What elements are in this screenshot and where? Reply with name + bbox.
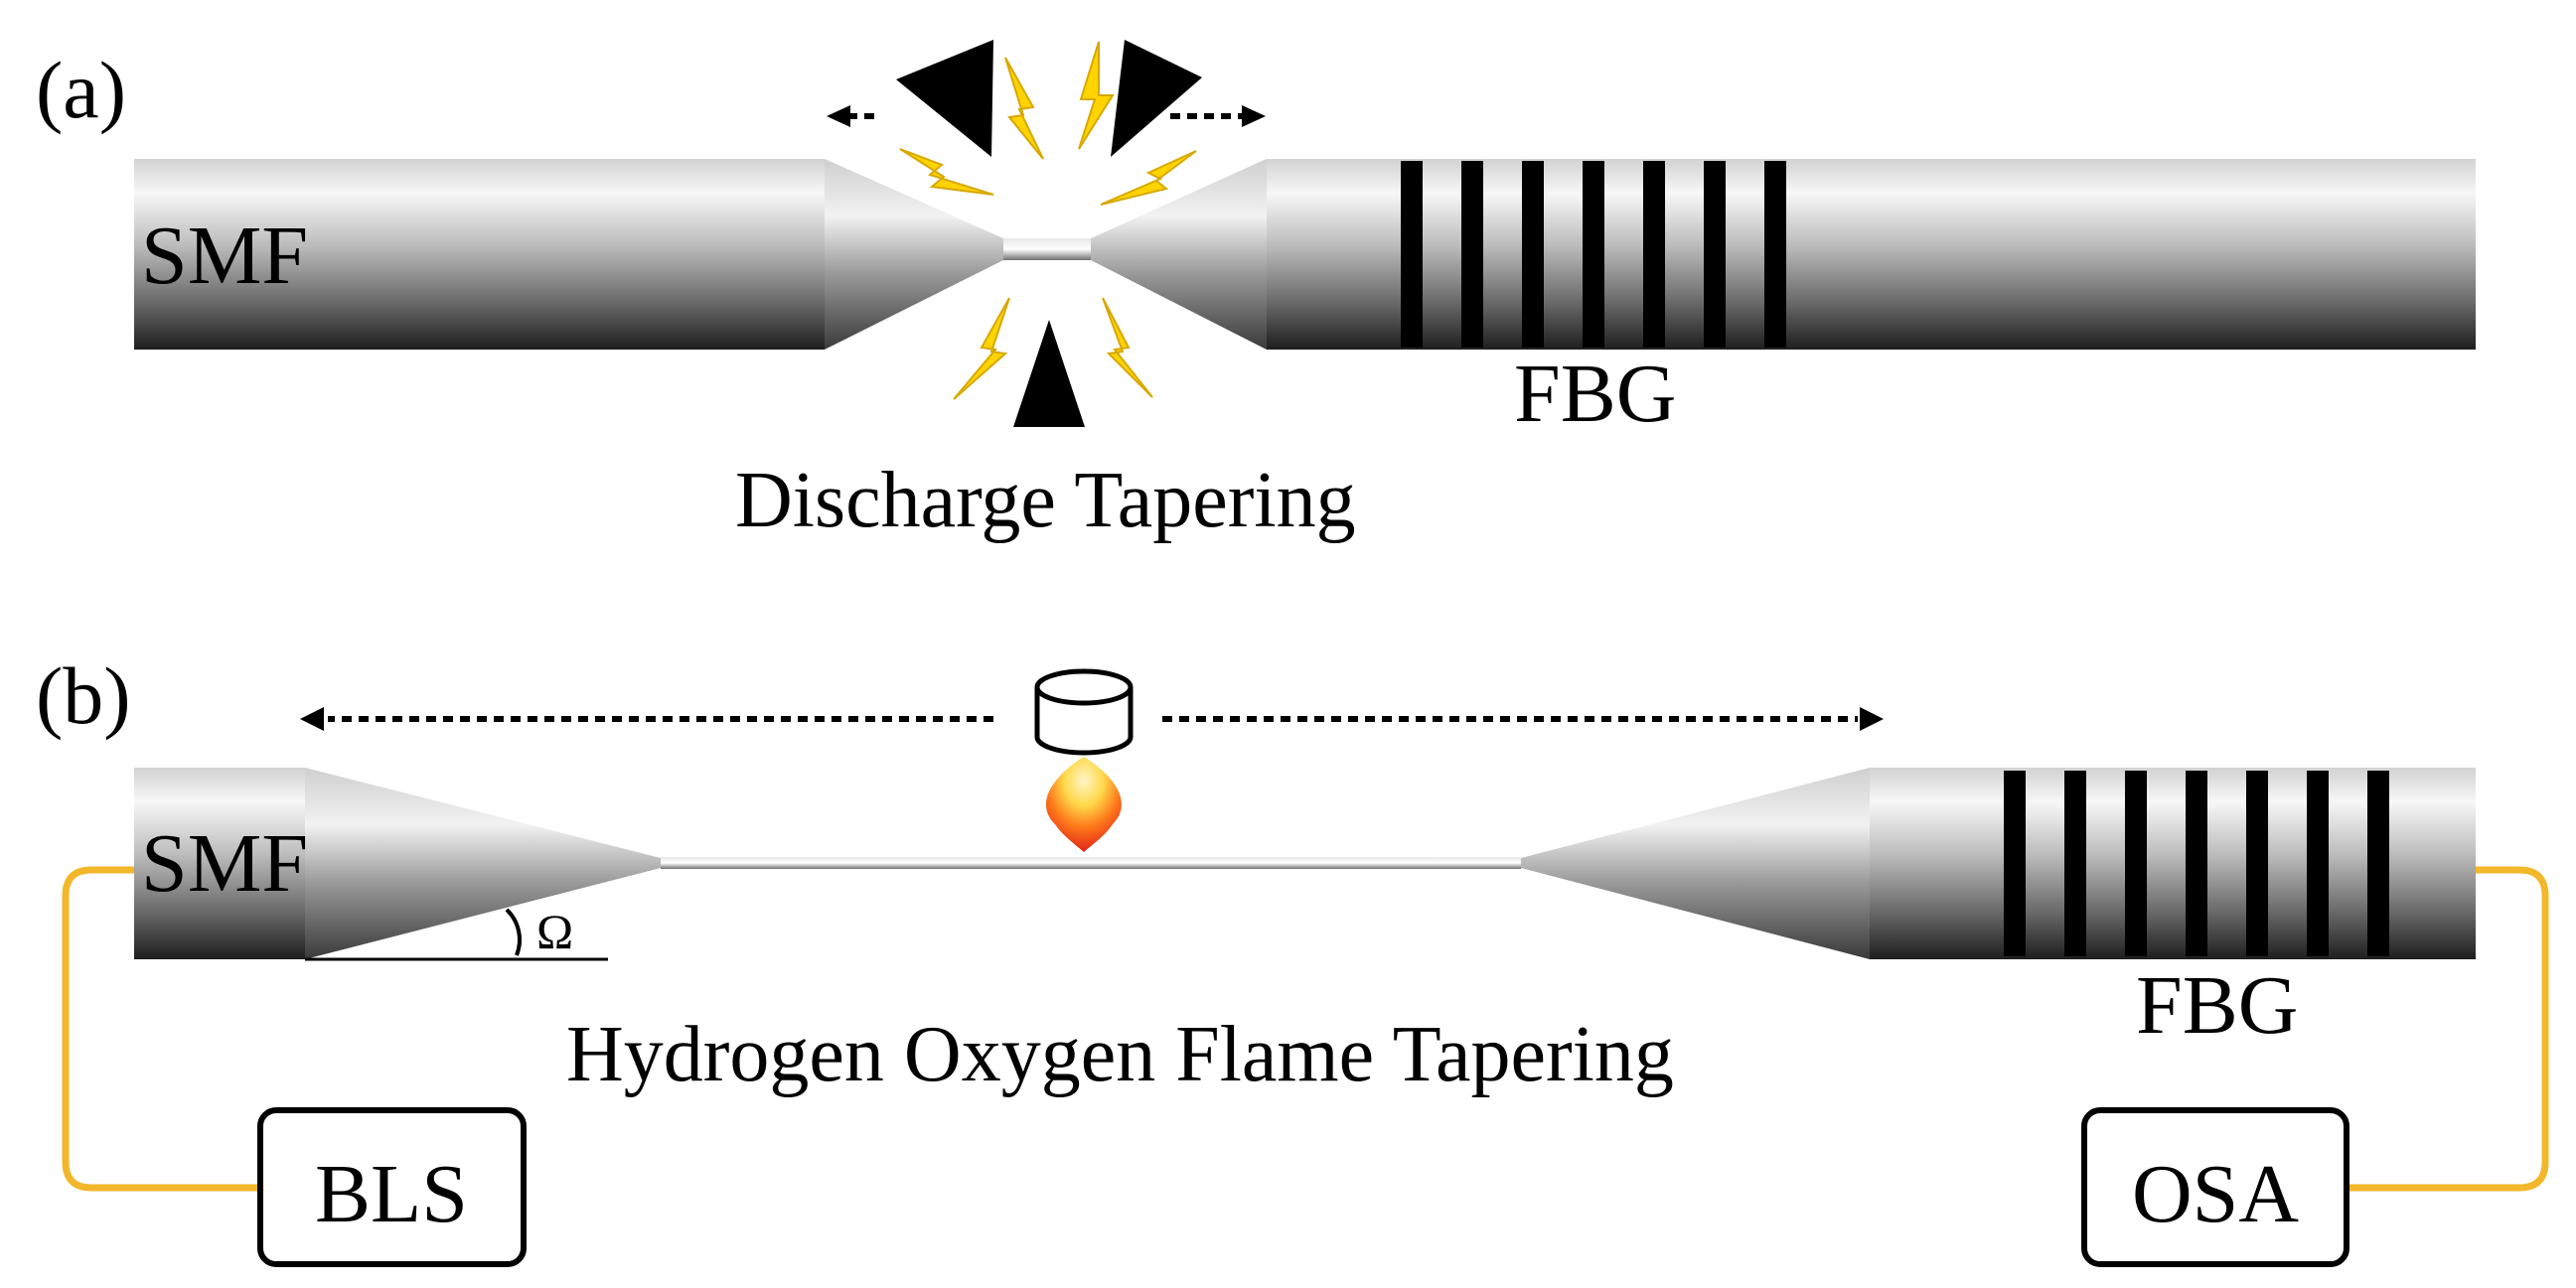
right-taper-cone bbox=[1091, 159, 1267, 350]
bls-box: BLS bbox=[257, 1107, 527, 1267]
pull-direction-arrows bbox=[827, 105, 1266, 127]
grating-line bbox=[1643, 161, 1665, 348]
angle-symbol: Ω bbox=[536, 904, 573, 959]
taper-waist bbox=[1003, 238, 1091, 260]
lightning-bolt-icon bbox=[1004, 57, 1044, 160]
right-electrode-icon bbox=[1111, 40, 1202, 157]
fiber-b bbox=[134, 768, 2476, 959]
smf-right-section bbox=[1267, 159, 2476, 350]
grating-line bbox=[2125, 771, 2147, 956]
fbg-grating-a bbox=[1401, 161, 1786, 348]
grating-line bbox=[2307, 771, 2329, 956]
smf-left-section bbox=[134, 768, 305, 959]
grating-line bbox=[2064, 771, 2086, 956]
lead-wires bbox=[62, 866, 2549, 1192]
right-arrowhead-icon bbox=[1860, 707, 1884, 731]
fbg-grating-b bbox=[2004, 771, 2389, 956]
grating-label-b: FBG bbox=[2136, 959, 2298, 1052]
lightning-bolt-icon bbox=[899, 148, 994, 196]
discharge-sparks bbox=[899, 41, 1197, 400]
right-taper-cone bbox=[1521, 768, 1870, 959]
lightning-bolt-icon bbox=[1102, 297, 1153, 398]
left-taper-cone bbox=[305, 768, 661, 959]
grating-line bbox=[2186, 771, 2207, 956]
grating-line bbox=[2367, 771, 2389, 956]
panel-a-label: (a) bbox=[36, 45, 126, 135]
torch-travel-arrows bbox=[300, 707, 1884, 731]
taper-waist bbox=[661, 857, 1521, 869]
flame-icon bbox=[1046, 757, 1122, 852]
grating-line bbox=[1704, 161, 1726, 348]
osa-box: OSA bbox=[2081, 1107, 2349, 1267]
grating-line bbox=[2246, 771, 2268, 956]
taper-angle-indicator: Ω bbox=[305, 904, 608, 961]
grating-label-a: FBG bbox=[1514, 348, 1676, 440]
angle-arc bbox=[505, 908, 522, 956]
lightning-bolt-icon bbox=[1078, 41, 1115, 150]
grating-line bbox=[1461, 161, 1483, 348]
fiber-a bbox=[134, 159, 2476, 350]
right-arrowhead-icon bbox=[1242, 105, 1266, 127]
left-arrowhead-icon bbox=[827, 105, 850, 127]
grating-line bbox=[1522, 161, 1544, 348]
grating-line bbox=[1401, 161, 1423, 348]
panel-b-label: (b) bbox=[36, 650, 131, 741]
left-arrowhead-icon bbox=[300, 707, 324, 731]
osa-label: OSA bbox=[2132, 1148, 2299, 1240]
bls-wire bbox=[62, 866, 260, 1192]
caption-b: Hydrogen Oxygen Flame Tapering bbox=[566, 1011, 1674, 1098]
lightning-bolt-icon bbox=[1100, 150, 1197, 206]
grating-line bbox=[2004, 771, 2026, 956]
osa-wire bbox=[2347, 866, 2549, 1192]
fiber-label-b: SMF bbox=[141, 817, 308, 910]
panel-b: (b) bbox=[36, 650, 2549, 1267]
caption-a: Discharge Tapering bbox=[735, 457, 1356, 544]
flame-torch-icon bbox=[1034, 668, 1134, 852]
left-electrode-icon bbox=[896, 40, 993, 157]
left-taper-cone bbox=[825, 159, 1003, 350]
bottom-electrode-icon bbox=[1013, 320, 1085, 427]
fiber-label-a: SMF bbox=[141, 210, 308, 302]
panel-a: (a) bbox=[36, 40, 2476, 544]
smf-left-section bbox=[134, 159, 825, 350]
bls-label: BLS bbox=[315, 1148, 468, 1240]
grating-line bbox=[1764, 161, 1786, 348]
grating-line bbox=[1583, 161, 1604, 348]
lightning-bolt-icon bbox=[953, 297, 1010, 400]
